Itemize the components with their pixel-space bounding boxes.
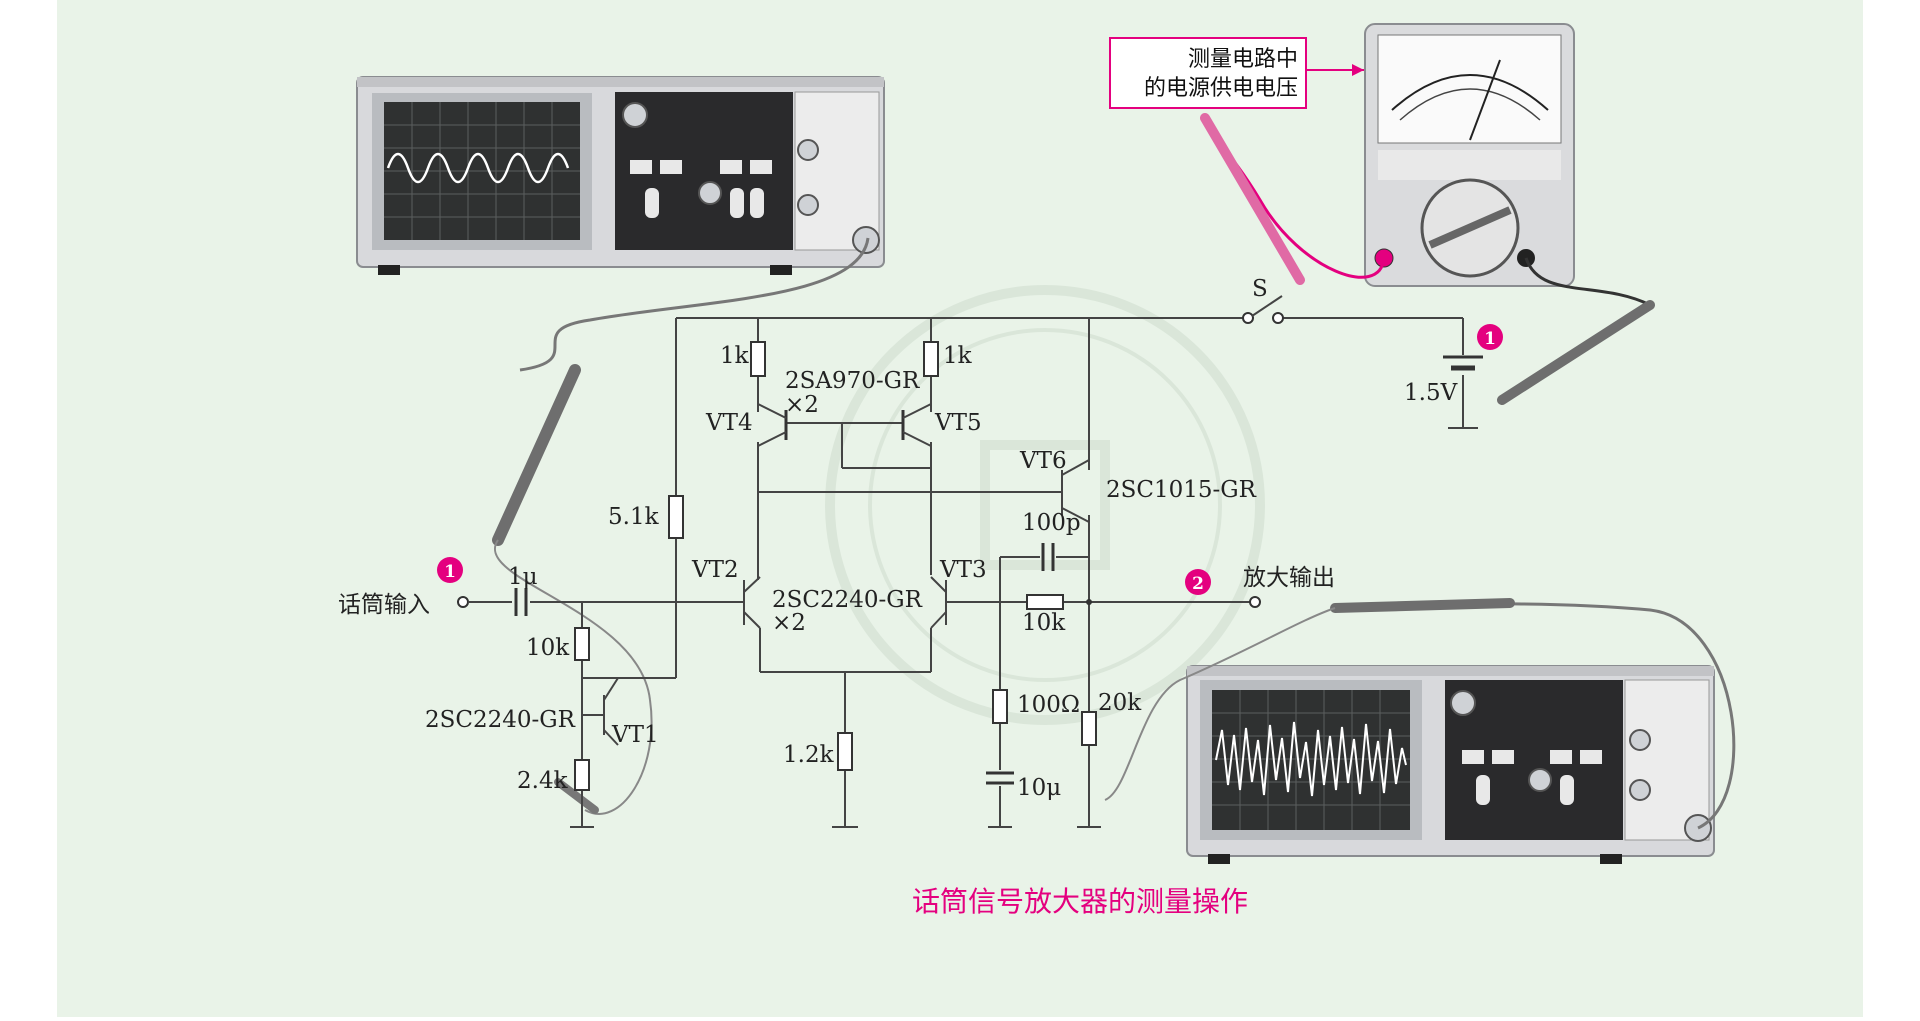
callout-line-2: 的电源供电电压 [1144, 76, 1298, 101]
vt1-label: VT1 [611, 722, 659, 748]
watermark-seal [825, 285, 1265, 725]
marker-input: 1 [437, 557, 463, 583]
amplified-waveform [1215, 721, 1407, 797]
c-10u-label: 10μ [1017, 775, 1061, 801]
mic-input-label: 话筒输入 [338, 592, 430, 618]
svg-text:1: 1 [444, 562, 456, 582]
r-5k1-label: 5.1k [608, 504, 660, 530]
r-1k-right-label: 1k [943, 343, 973, 369]
callout-line-1: 测量电路中 [1188, 47, 1298, 72]
vt6-label: VT6 [1019, 448, 1067, 474]
r-10k-input-label: 10k [526, 635, 570, 661]
oscilloscope-bottom [1186, 665, 1715, 864]
resistor-20k [1081, 711, 1097, 746]
figure-caption: 话筒信号放大器的测量操作 [912, 885, 1248, 918]
r-2k4-label: 2.4k [517, 768, 569, 794]
resistor-1k-left [750, 341, 766, 377]
meter-black-lead [1524, 257, 1651, 307]
vt4-label: VT4 [705, 410, 753, 436]
resistor-2k4 [574, 759, 590, 791]
npn-pair-label: 2SC2240-GR [772, 587, 923, 613]
vt6-part-label: 2SC1015-GR [1106, 477, 1257, 503]
npn-mult-label: ×2 [772, 610, 806, 636]
scope-top-cable [519, 237, 870, 372]
c-1u-label: 1μ [508, 564, 538, 590]
circuit-wiring [457, 295, 1483, 828]
pnp-pair-label: 2SA970-GR [785, 368, 920, 394]
battery-label: 1.5V [1404, 380, 1458, 406]
multimeter [1364, 23, 1575, 287]
resistor-1k-right [923, 341, 939, 377]
scope-top-probe [492, 364, 581, 546]
r-20k-label: 20k [1098, 690, 1142, 716]
transistor-vt5 [901, 403, 932, 447]
c-100p-label: 100p [1022, 510, 1081, 536]
svg-text:1: 1 [1484, 329, 1496, 349]
resistor-10k-input [574, 627, 590, 661]
resistor-5k1 [668, 495, 684, 539]
vt1-part-label: 2SC2240-GR [425, 707, 576, 733]
resistor-10k-feedback [1026, 594, 1064, 610]
r-10k-feedback-label: 10k [1022, 610, 1066, 636]
vt5-label: VT5 [934, 410, 982, 436]
amp-output-label: 放大输出 [1243, 565, 1335, 591]
marker-supply: 1 [1477, 324, 1503, 350]
svg-text:2: 2 [1192, 574, 1204, 594]
switch-label: S [1252, 276, 1268, 302]
r-1k2-label: 1.2k [783, 742, 835, 768]
transistor-vt4 [757, 403, 788, 447]
diagram-background [57, 0, 1863, 1017]
r-100ohm-label: 100Ω [1017, 692, 1080, 718]
vt3-label: VT3 [939, 557, 987, 583]
pnp-mult-label: ×2 [785, 392, 819, 418]
voltage-callout: 测量电路中 的电源供电电压 [1109, 37, 1364, 109]
vt2-label: VT2 [691, 557, 739, 583]
oscilloscope-top [356, 76, 885, 275]
resistor-100ohm [992, 689, 1008, 724]
resistor-1k2 [837, 732, 853, 771]
marker-output: 2 [1185, 569, 1211, 595]
sine-waveform [386, 152, 570, 184]
r-1k-left-label: 1k [720, 343, 750, 369]
